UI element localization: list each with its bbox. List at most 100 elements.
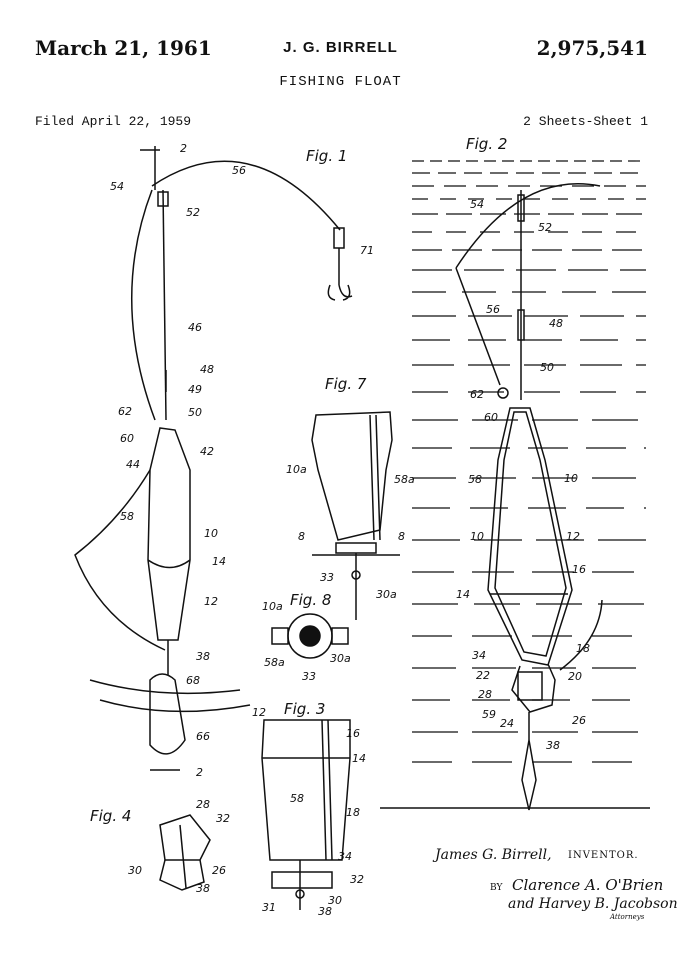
ref-label: 60 <box>120 432 134 445</box>
fig1-float <box>74 146 353 771</box>
ref-label: 18 <box>346 806 360 819</box>
fig7-title: Fig. 7 <box>325 375 367 393</box>
ref-label: 12 <box>566 530 580 543</box>
ref-label: 58 <box>290 792 304 805</box>
ref-label: 62 <box>118 405 132 418</box>
ref-label: 56 <box>486 303 500 316</box>
ref-label: 50 <box>540 361 554 374</box>
fig7-labels: 10a 58a 8 8 33 30a <box>286 463 415 601</box>
fig3-labels: 12 16 14 58 18 34 32 31 38 30 <box>252 706 366 918</box>
ref-label: 18 <box>576 642 590 655</box>
ref-label: 46 <box>188 321 202 334</box>
filed-date: Filed April 22, 1959 <box>35 114 192 129</box>
ref-label: 59 <box>482 708 496 721</box>
fig7-float <box>311 411 400 620</box>
ref-label: 58 <box>468 473 482 486</box>
ref-label: 30 <box>328 894 342 907</box>
ref-label: 68 <box>186 674 200 687</box>
ref-label: 16 <box>572 563 586 576</box>
ref-label: 48 <box>549 317 563 330</box>
fig4-labels: 28 32 30 26 38 <box>128 798 230 895</box>
ref-label: 10a <box>286 463 307 476</box>
ref-label: 30a <box>330 652 351 665</box>
ref-label: 28 <box>196 798 210 811</box>
ref-label: 44 <box>126 458 140 471</box>
ref-label: 52 <box>538 221 552 234</box>
ref-label: 33 <box>320 571 334 584</box>
ref-label: 16 <box>346 727 360 740</box>
inventor-role: INVENTOR. <box>568 850 639 861</box>
ref-label: 26 <box>212 864 226 877</box>
ref-label: 48 <box>200 363 214 376</box>
fig8-title: Fig. 8 <box>290 591 331 609</box>
fig1-title: Fig. 1 <box>306 147 347 165</box>
ref-label: 58a <box>394 473 415 486</box>
ref-label: 60 <box>484 411 498 424</box>
water-lines <box>380 160 650 809</box>
ref-label: 10 <box>470 530 484 543</box>
ref-label: 14 <box>212 555 226 568</box>
ref-label: 32 <box>216 812 230 825</box>
ref-label: 2 <box>196 766 203 779</box>
ref-label: 14 <box>456 588 470 601</box>
ref-label: 58a <box>264 656 285 669</box>
ref-label: 38 <box>196 650 210 663</box>
ref-label: 8 <box>398 530 405 543</box>
ref-label: 30a <box>376 588 397 601</box>
attorneys-role: Attorneys <box>610 913 645 921</box>
fig2-labels: 54 52 48 56 50 62 60 10 58 12 10 16 14 1… <box>456 198 590 752</box>
ref-label: 58 <box>120 510 134 523</box>
ref-label: 56 <box>232 164 246 177</box>
ref-label: 38 <box>546 739 560 752</box>
ref-label: 50 <box>188 406 202 419</box>
fig1-labels: 2 56 54 52 71 46 48 49 62 50 60 42 44 58… <box>110 142 374 779</box>
patent-number: 2,975,541 <box>536 36 648 60</box>
ref-label: 8 <box>298 530 305 543</box>
fig8-labels: 10a 58a 30a 33 <box>262 600 351 683</box>
ref-label: 34 <box>338 850 352 863</box>
inventor-signature: James G. Birrell, <box>435 847 552 863</box>
ref-label: 33 <box>302 670 316 683</box>
fig3-title: Fig. 3 <box>284 700 325 718</box>
fig4-title: Fig. 4 <box>90 807 131 825</box>
ref-label: 28 <box>478 688 492 701</box>
inventor-header: J. G. BIRRELL <box>283 39 398 56</box>
ref-label: 12 <box>252 706 266 719</box>
fig8-section <box>271 613 349 659</box>
patent-date: March 21, 1961 <box>35 36 212 60</box>
ref-label: 31 <box>262 901 276 914</box>
ref-label: 12 <box>204 595 218 608</box>
ref-label: 22 <box>476 669 490 682</box>
ref-label: 42 <box>200 445 214 458</box>
ref-label: 62 <box>470 388 484 401</box>
ref-label: 20 <box>568 670 582 683</box>
ref-label: 52 <box>186 206 200 219</box>
fig3-float <box>261 719 351 910</box>
ref-label: 14 <box>352 752 366 765</box>
ref-label: 54 <box>470 198 484 211</box>
fig2-float <box>455 183 603 811</box>
ref-label: 38 <box>196 882 210 895</box>
ref-label: 10a <box>262 600 283 613</box>
patent-title: FISHING FLOAT <box>279 74 402 90</box>
fig2-title: Fig. 2 <box>466 135 507 153</box>
ref-label: 10 <box>564 472 578 485</box>
ref-label: 26 <box>572 714 586 727</box>
fig4-detail <box>159 814 211 891</box>
ref-label: 71 <box>360 244 374 257</box>
sheet-count: 2 Sheets-Sheet 1 <box>523 114 648 129</box>
ref-label: 30 <box>128 864 142 877</box>
ref-label: 34 <box>472 649 486 662</box>
ref-label: 32 <box>350 873 364 886</box>
ref-label: 54 <box>110 180 124 193</box>
ref-label: 49 <box>188 383 202 396</box>
by-label: BY <box>490 883 503 893</box>
ref-label: 24 <box>500 717 514 730</box>
ref-label: 38 <box>318 905 332 918</box>
attorney-signature-line2: and Harvey B. Jacobson <box>508 896 678 912</box>
ref-label: 66 <box>196 730 210 743</box>
ref-label: 10 <box>204 527 218 540</box>
ref-label: 2 <box>180 142 187 155</box>
attorney-signature-line1: Clarence A. O'Brien <box>512 876 664 894</box>
